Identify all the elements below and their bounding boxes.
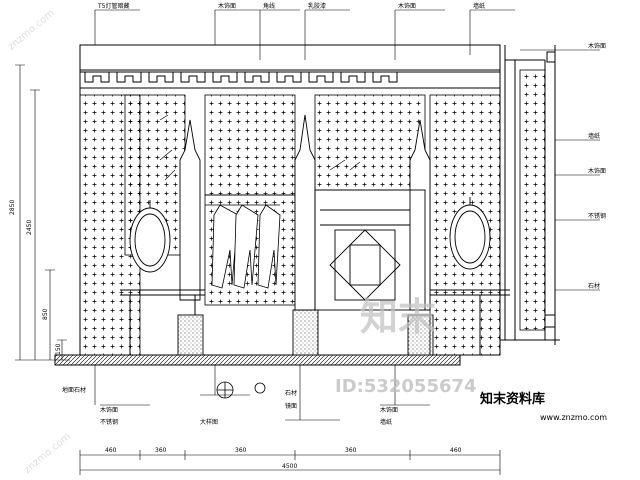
mirrors xyxy=(129,197,491,273)
left-dimensions xyxy=(15,64,70,361)
label-top-2: 木饰面 xyxy=(218,2,236,10)
watermark-url: www.znzmo.com xyxy=(540,413,607,422)
watermark-site: 知末资料库 xyxy=(480,391,545,407)
bottom-labels: 地面石材 木饰面 不锈钢 大样图 石材 镜面 木饰面 墙纸 xyxy=(62,386,398,426)
bottom-dimensions xyxy=(79,450,501,475)
right-labels: 木饰面 墙纸 木饰面 不锈钢 石材 xyxy=(588,42,606,290)
mirror-strips xyxy=(159,114,361,181)
watermark-id: ID:532055674 xyxy=(335,376,477,397)
top-labels: T5灯管暗藏 木饰面 角线 乳胶漆 木饰面 墙纸 xyxy=(97,2,485,10)
center-display xyxy=(314,189,426,311)
label-bottom-5: 石材 xyxy=(285,389,297,397)
bottom-leaders xyxy=(94,365,430,421)
right-leaders xyxy=(520,49,600,291)
hanging-garments xyxy=(205,204,281,289)
label-bottom-2: 木饰面 xyxy=(100,406,118,414)
dimension-labels: 460 360 360 360 460 4500 2850 2450 850 1… xyxy=(9,200,462,470)
label-top-5: 木饰面 xyxy=(398,2,416,10)
cornice xyxy=(79,44,501,89)
dim-left-2: 2450 xyxy=(26,220,33,235)
dim-bottom-1: 460 xyxy=(105,447,117,454)
label-top-4: 乳胶漆 xyxy=(308,2,326,10)
label-bottom-7: 木饰面 xyxy=(380,406,398,414)
dim-left-4: 150 xyxy=(55,343,62,355)
label-right-5: 石材 xyxy=(588,282,600,290)
top-leaders xyxy=(94,9,515,60)
dim-left-3: 850 xyxy=(42,308,49,320)
label-right-4: 不锈钢 xyxy=(588,212,606,220)
watermark-logo: 知末 xyxy=(360,295,436,339)
dim-bottom-2: 360 xyxy=(155,447,167,454)
dim-bottom-4: 360 xyxy=(345,447,357,454)
dim-bottom-5: 460 xyxy=(450,447,462,454)
label-right-2: 墙纸 xyxy=(588,132,600,140)
floor-base xyxy=(54,289,510,366)
watermark-diag-1: znzmo.com xyxy=(6,8,57,53)
label-top-1: T5灯管暗藏 xyxy=(97,2,129,10)
dim-left-1: 2850 xyxy=(9,200,16,215)
label-top-6: 墙纸 xyxy=(473,2,485,10)
watermark-diag-2: znzmo.com xyxy=(22,431,73,476)
label-bottom-8: 墙纸 xyxy=(380,418,392,426)
label-bottom-6: 镜面 xyxy=(285,402,297,410)
label-bottom-3: 不锈钢 xyxy=(100,418,118,426)
right-section xyxy=(500,45,560,345)
label-bottom-4: 大样图 xyxy=(200,418,218,426)
dim-bottom-3: 360 xyxy=(235,447,247,454)
label-right-1: 木饰面 xyxy=(588,42,606,50)
dim-bottom-total: 4500 xyxy=(282,463,297,470)
label-right-3: 木饰面 xyxy=(588,167,606,175)
section-symbol xyxy=(216,381,266,399)
label-bottom-1: 地面石材 xyxy=(62,386,86,394)
label-top-3: 角线 xyxy=(263,2,275,10)
piers xyxy=(177,114,434,356)
